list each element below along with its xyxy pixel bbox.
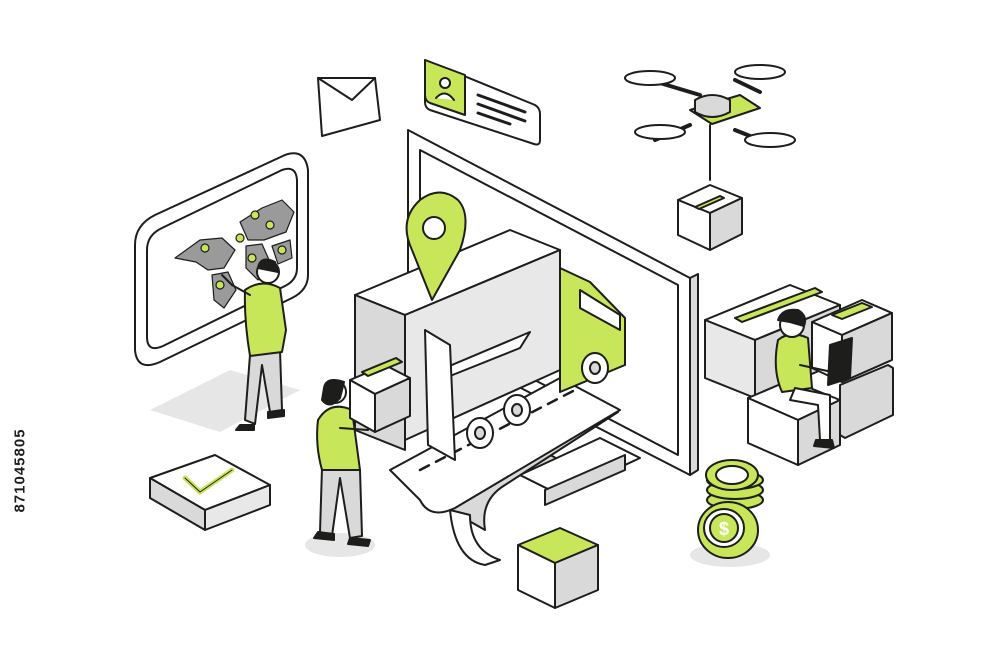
checkmark-icon bbox=[149, 454, 271, 531]
world-map-board bbox=[134, 152, 309, 366]
drone-icon bbox=[624, 64, 796, 251]
stock-id-label: 871045805 bbox=[2, 400, 38, 540]
dollar-coin-icon bbox=[697, 459, 764, 559]
stock-id-text: 871045805 bbox=[11, 427, 29, 513]
conveyor-road bbox=[389, 377, 621, 566]
person-with-laptop bbox=[774, 308, 853, 449]
profile-card-icon bbox=[424, 59, 541, 146]
location-pin-icon bbox=[405, 191, 467, 301]
map-pins bbox=[200, 210, 287, 290]
person-with-box bbox=[313, 357, 411, 547]
person-at-map bbox=[221, 258, 287, 431]
truck-wheels bbox=[466, 352, 609, 449]
envelope-icon bbox=[317, 77, 381, 137]
carried-box bbox=[349, 357, 411, 433]
package-cube bbox=[517, 527, 599, 609]
coin-symbol: $ bbox=[719, 519, 729, 539]
